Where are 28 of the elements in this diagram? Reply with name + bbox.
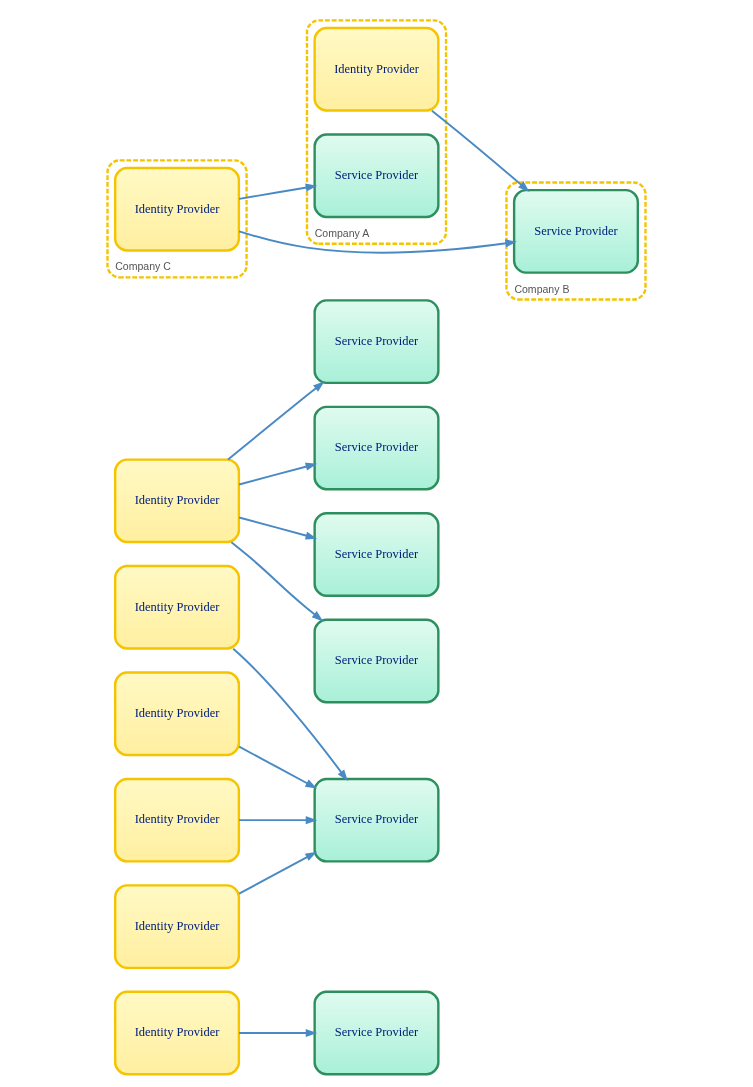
- arrow: [238, 851, 317, 895]
- node-box: Identity Provider: [114, 458, 241, 544]
- node-box: Service Provider: [313, 133, 440, 219]
- node-box: Service Provider: [313, 990, 440, 1076]
- node-box: Identity Provider: [313, 26, 440, 112]
- node-box: Identity Provider: [114, 166, 241, 252]
- node-box: Identity Provider: [114, 671, 241, 757]
- node-box: Service Provider: [313, 405, 440, 491]
- arrow: [227, 381, 325, 461]
- node-box: Service Provider: [512, 188, 640, 274]
- node-box: Identity Provider: [114, 564, 241, 650]
- arrow: [230, 541, 324, 622]
- arrow: [430, 109, 530, 192]
- arrow: [238, 1029, 318, 1038]
- node-box: Service Provider: [313, 777, 440, 863]
- arrow: [238, 183, 318, 200]
- arrow: [238, 230, 517, 254]
- node-box: Identity Provider: [114, 990, 241, 1076]
- node-box: Service Provider: [313, 512, 440, 597]
- arrow: [238, 462, 318, 486]
- arrow: [238, 745, 317, 789]
- node-box: Identity Provider: [114, 884, 241, 970]
- node-box: Service Provider: [313, 299, 440, 385]
- arrow: [238, 516, 318, 540]
- arrow: [232, 647, 348, 782]
- node-box: Identity Provider: [114, 777, 241, 863]
- node-box: Service Provider: [313, 618, 440, 704]
- arrow: [238, 816, 318, 825]
